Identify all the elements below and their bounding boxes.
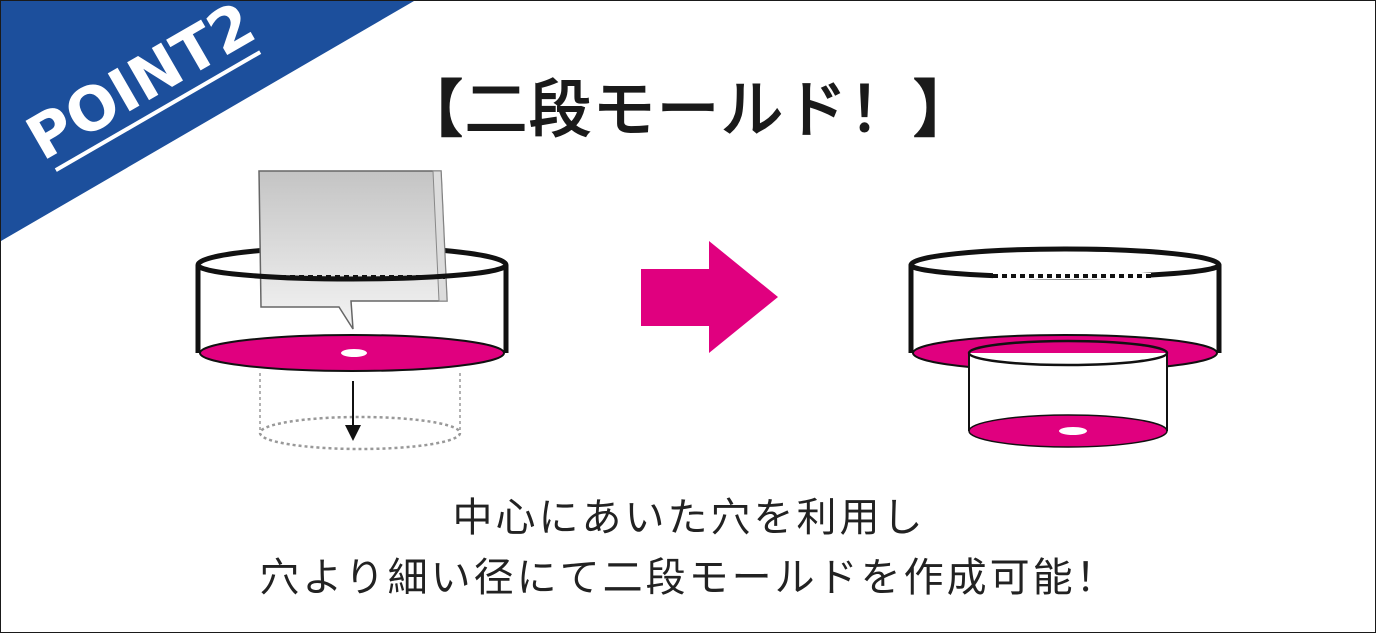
banner-underline — [54, 50, 262, 172]
caption-line-2: 穴より細い径にて二段モールドを作成可能！ — [259, 555, 1119, 601]
page-title: 【二段モールド！】 — [400, 73, 977, 146]
paper-sheet — [258, 170, 448, 330]
right-disc-hole — [1059, 427, 1087, 435]
left-mold — [195, 170, 509, 451]
right-arrow-icon — [641, 241, 778, 353]
left-disc-hole — [341, 349, 367, 357]
right-mold — [908, 246, 1222, 448]
point-banner: POINT2 — [1, 1, 414, 241]
caption-line-1: 中心にあいた穴を利用し — [452, 495, 926, 541]
banner-band — [1, 1, 414, 241]
